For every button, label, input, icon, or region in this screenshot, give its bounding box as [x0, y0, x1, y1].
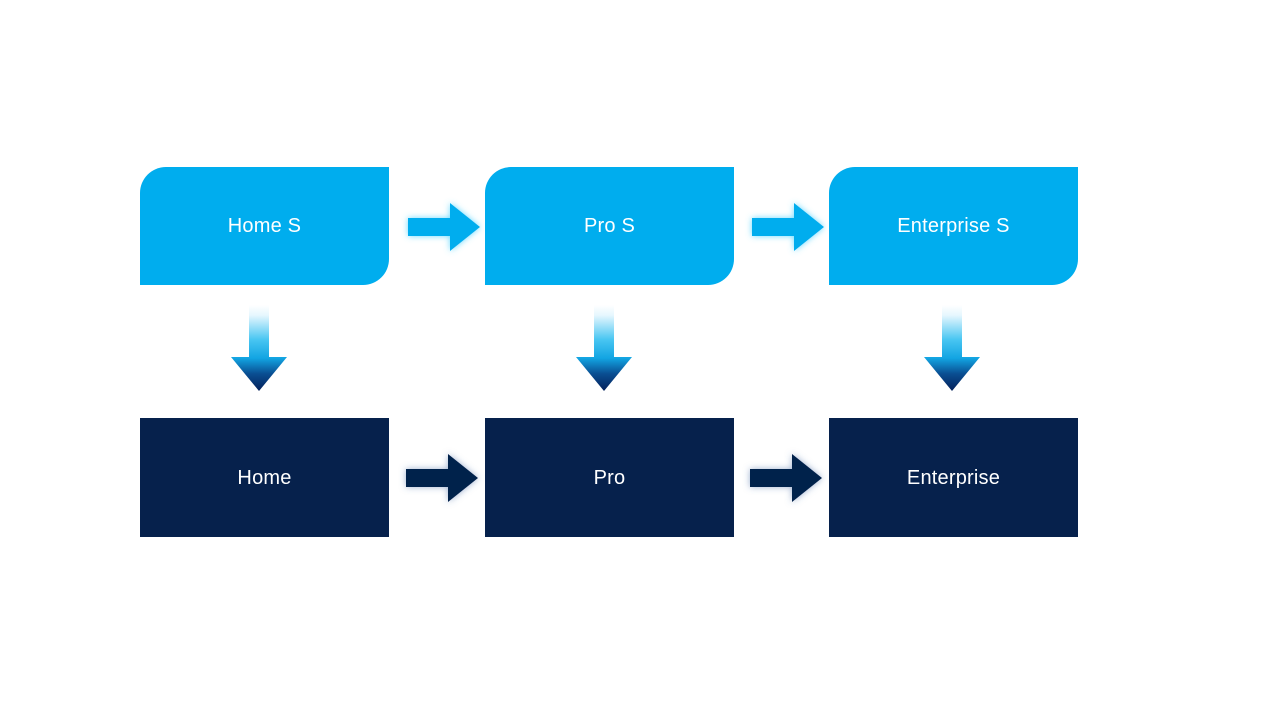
arrow-pro-to-enterprise [748, 450, 824, 506]
node-home-label: Home [237, 466, 292, 489]
node-enterprise-label: Enterprise [906, 466, 1001, 489]
node-pro-s[interactable]: Pro S [485, 167, 734, 285]
node-home[interactable]: Home [140, 418, 389, 537]
arrow-home-s-to-home [228, 305, 290, 393]
node-home-s-label: Home S [227, 215, 302, 237]
node-enterprise-s-label: Enterprise S [897, 215, 1010, 237]
node-home-s[interactable]: Home S [140, 167, 389, 285]
arrow-home-to-pro [404, 450, 480, 506]
arrow-enterprise-s-to-enterprise [921, 305, 983, 393]
node-pro-label: Pro [593, 466, 626, 489]
node-pro[interactable]: Pro [485, 418, 734, 537]
arrow-pro-s-to-pro [573, 305, 635, 393]
arrow-pro-s-to-enterprise-s [750, 199, 826, 255]
node-enterprise-s[interactable]: Enterprise S [829, 167, 1078, 285]
node-enterprise[interactable]: Enterprise [829, 418, 1078, 537]
node-pro-s-label: Pro S [583, 215, 636, 237]
arrow-home-s-to-pro-s [406, 199, 482, 255]
